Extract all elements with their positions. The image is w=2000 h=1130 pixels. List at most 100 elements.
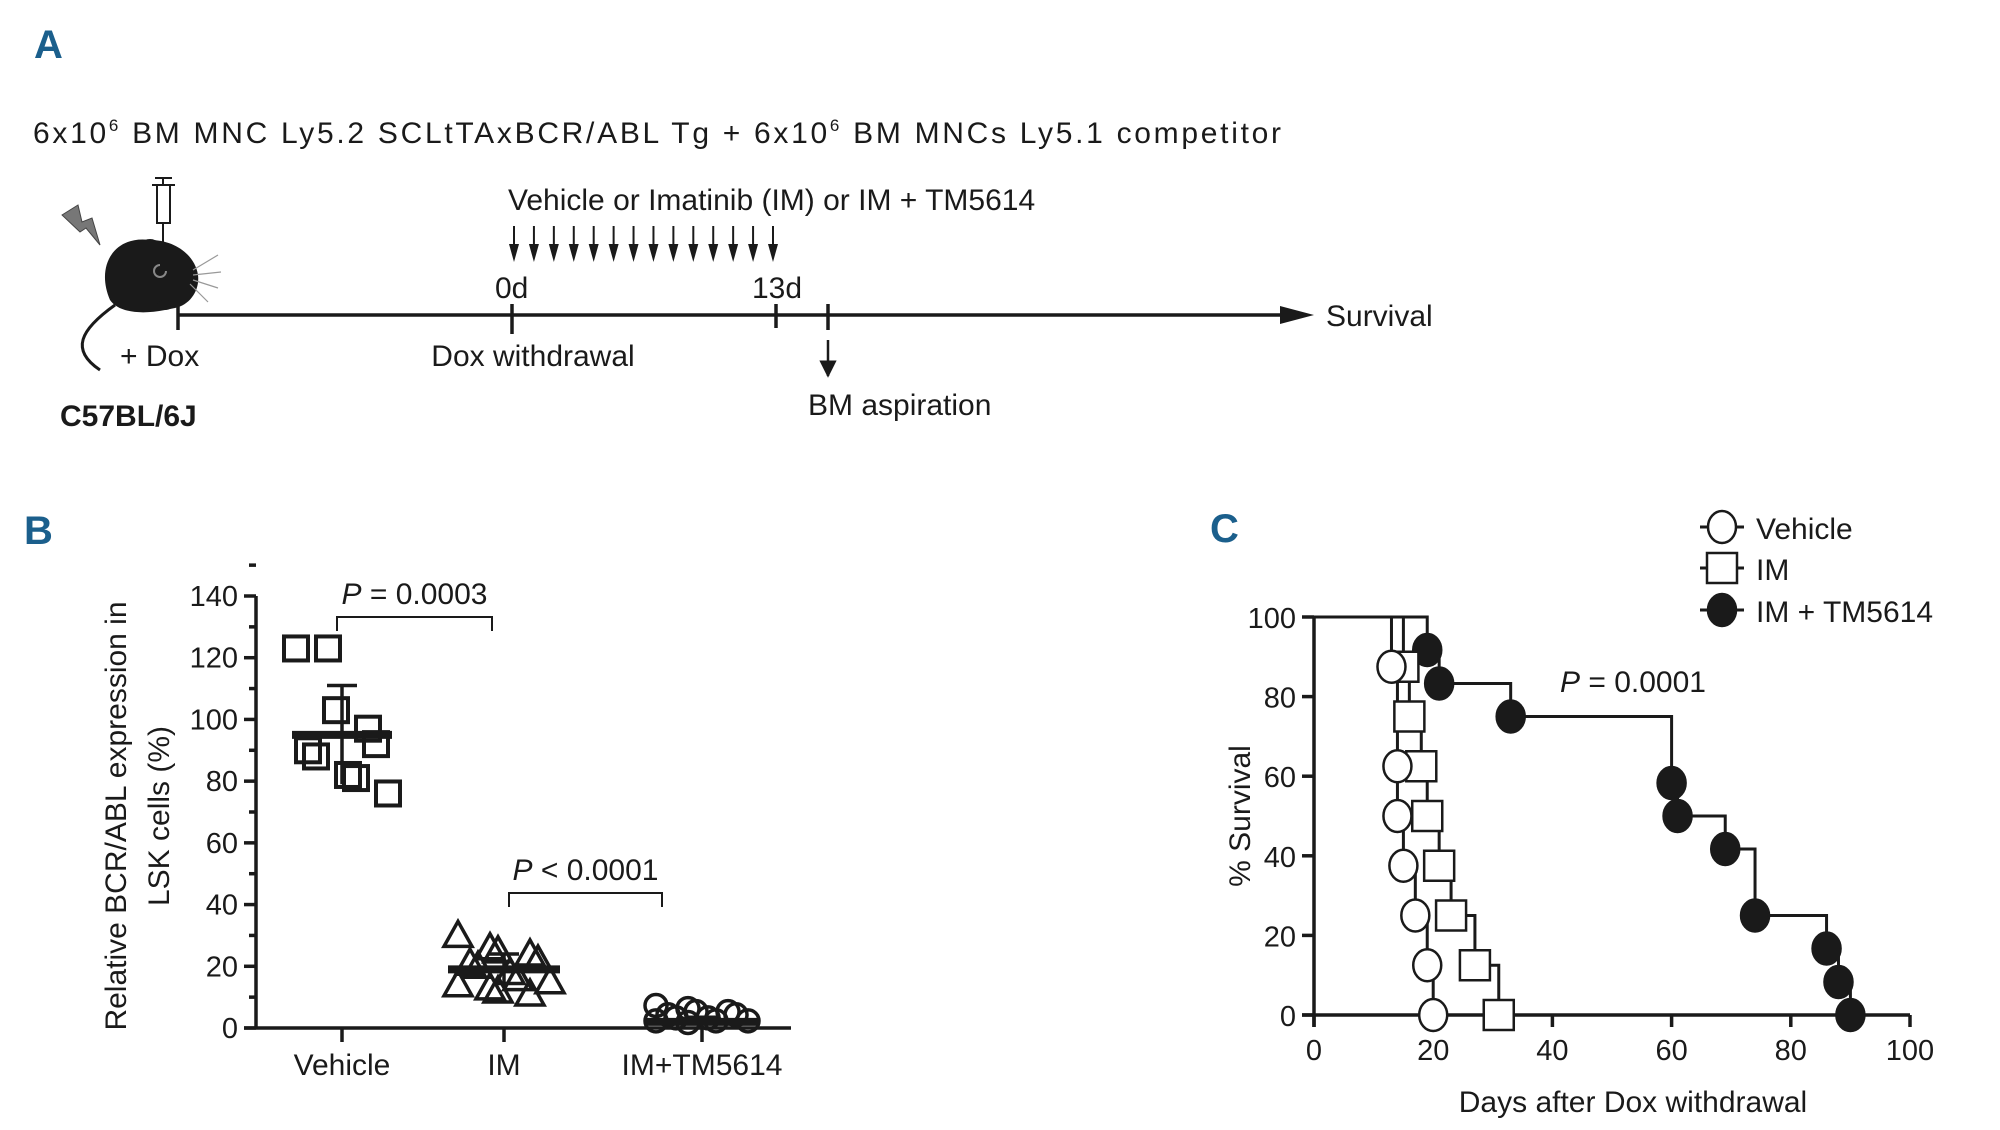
km-marker-open-square <box>1410 799 1444 833</box>
km-marker-open-square <box>1482 998 1516 1032</box>
dose-arrowhead <box>708 244 719 262</box>
superscript: 6 <box>109 116 118 135</box>
km-marker-filled-circle <box>1656 765 1687 801</box>
x-tick-label: 100 <box>1886 1035 1934 1067</box>
dose-arrowhead <box>728 244 739 262</box>
data-point-square <box>354 714 382 743</box>
b-y-axis-title: Relative BCR/ABL expression in LSK cells… <box>100 601 176 1030</box>
data-point-triangle <box>513 936 547 967</box>
legend-label: IM + TM5614 <box>1756 596 1933 629</box>
x-tick-label: IM <box>487 1049 520 1082</box>
dose-arrowhead <box>509 244 519 262</box>
km-marker-filled-circle <box>1739 898 1771 933</box>
x-tick-label: Vehicle <box>294 1049 391 1082</box>
dose-arrowhead <box>608 244 619 262</box>
data-point-triangle <box>461 948 495 980</box>
km-marker-filled-circle <box>1706 592 1738 628</box>
y-tick-label: 20 <box>206 951 238 983</box>
dose-arrowhead <box>668 244 679 262</box>
legend-item: IM <box>1700 551 1789 587</box>
data-point-triangle <box>481 973 515 1004</box>
dose-arrowhead <box>568 244 579 262</box>
dose-arrowhead <box>628 244 639 262</box>
km-marker-open-square <box>1393 700 1426 733</box>
km-marker-open-square <box>1458 949 1492 982</box>
data-point-triangle <box>441 917 475 949</box>
dose-arrowhead <box>588 244 599 262</box>
significance-bracket <box>508 892 663 907</box>
data-point-triangle <box>441 967 475 998</box>
y-tick-label: 120 <box>190 643 238 675</box>
dose-arrowhead <box>528 244 539 262</box>
km-marker-open-square <box>1434 899 1468 932</box>
km-marker-filled-circle <box>1662 798 1693 834</box>
c-y-axis-title: % Survival <box>1224 745 1257 887</box>
km-marker-open-circle <box>1388 848 1419 883</box>
data-point-triangle <box>481 933 515 964</box>
y-tick-label: 100 <box>190 704 238 736</box>
plus-dox-label: + Dox <box>120 340 199 373</box>
x-tick-label: 20 <box>1417 1035 1449 1067</box>
data-point-triangle <box>533 964 567 995</box>
data-point-square <box>302 742 330 771</box>
data-point-triangle <box>473 970 507 1001</box>
p-value: = 0.0001 <box>1580 666 1706 699</box>
text-part: 6x10 <box>33 117 106 150</box>
x-tick-label: 40 <box>1536 1035 1568 1067</box>
data-point-square <box>342 764 370 793</box>
legend-label: IM <box>1756 554 1789 587</box>
dose-arrowhead <box>648 244 659 262</box>
text-part: BM MNC Ly5.2 SCLtTAxBCR/ABL Tg + 6x10 <box>121 117 827 150</box>
treatment-label: Vehicle or Imatinib (IM) or IM + TM5614 <box>508 184 1035 217</box>
data-point-triangle <box>453 945 487 976</box>
km-marker-filled-circle <box>1835 997 1866 1033</box>
y-axis-title-line2: LSK cells (%) <box>143 726 176 906</box>
km-marker-open-circle <box>1417 997 1449 1033</box>
panel-label-c: C <box>1210 507 1239 551</box>
km-marker-filled-circle <box>1495 699 1526 734</box>
data-point-triangle <box>501 961 535 992</box>
y-tick-label: 0 <box>222 1013 238 1045</box>
dose-arrowhead <box>548 244 559 262</box>
y-tick-label: 40 <box>1264 842 1296 874</box>
km-marker-open-square <box>1422 849 1456 882</box>
dose-arrows <box>509 226 778 262</box>
km-marker-filled-circle <box>1423 666 1455 701</box>
legend-label: Vehicle <box>1756 513 1853 546</box>
dose-arrowhead <box>768 244 778 262</box>
data-point-square <box>294 736 322 765</box>
y-tick-label: 140 <box>190 581 238 613</box>
km-marker-filled-circle <box>1709 831 1741 867</box>
survival-label: Survival <box>1326 300 1433 333</box>
y-tick-label: 40 <box>206 890 238 922</box>
strain-label: C57BL/6J <box>60 400 197 433</box>
y-tick-label: 100 <box>1248 603 1296 635</box>
data-point-triangle <box>473 930 507 961</box>
data-point-square <box>374 779 402 808</box>
day13-label: 13d <box>752 272 802 305</box>
panel-label-b: B <box>24 509 53 553</box>
c-x-axis-title: Days after Dox withdrawal <box>1459 1086 1807 1119</box>
data-point-square <box>282 634 310 663</box>
p-value-annotation: P = 0.0001 <box>1560 666 1706 699</box>
y-axis-title-line1: Relative BCR/ABL expression in <box>100 601 133 1030</box>
data-point-square <box>334 760 362 789</box>
p-symbol: P <box>1560 666 1580 699</box>
y-tick-label: 60 <box>1264 762 1296 794</box>
km-marker-open-circle <box>1400 898 1431 933</box>
p-value-annotation: P = 0.0003 <box>342 578 488 611</box>
p-value: = 0.0003 <box>362 578 488 611</box>
p-symbol: P <box>513 854 533 887</box>
mouse-icon <box>80 239 222 372</box>
x-tick-label: 80 <box>1775 1035 1807 1067</box>
legend-item: Vehicle <box>1700 509 1853 546</box>
legend-item: IM + TM5614 <box>1700 592 1933 629</box>
dox-withdrawal-label: Dox withdrawal <box>431 340 634 373</box>
km-marker-filled-circle <box>1411 632 1443 668</box>
data-point-triangle <box>513 976 547 1007</box>
km-marker-filled-circle <box>1811 931 1842 966</box>
dose-arrowhead <box>748 244 759 262</box>
y-tick-label: 0 <box>1280 1001 1296 1033</box>
